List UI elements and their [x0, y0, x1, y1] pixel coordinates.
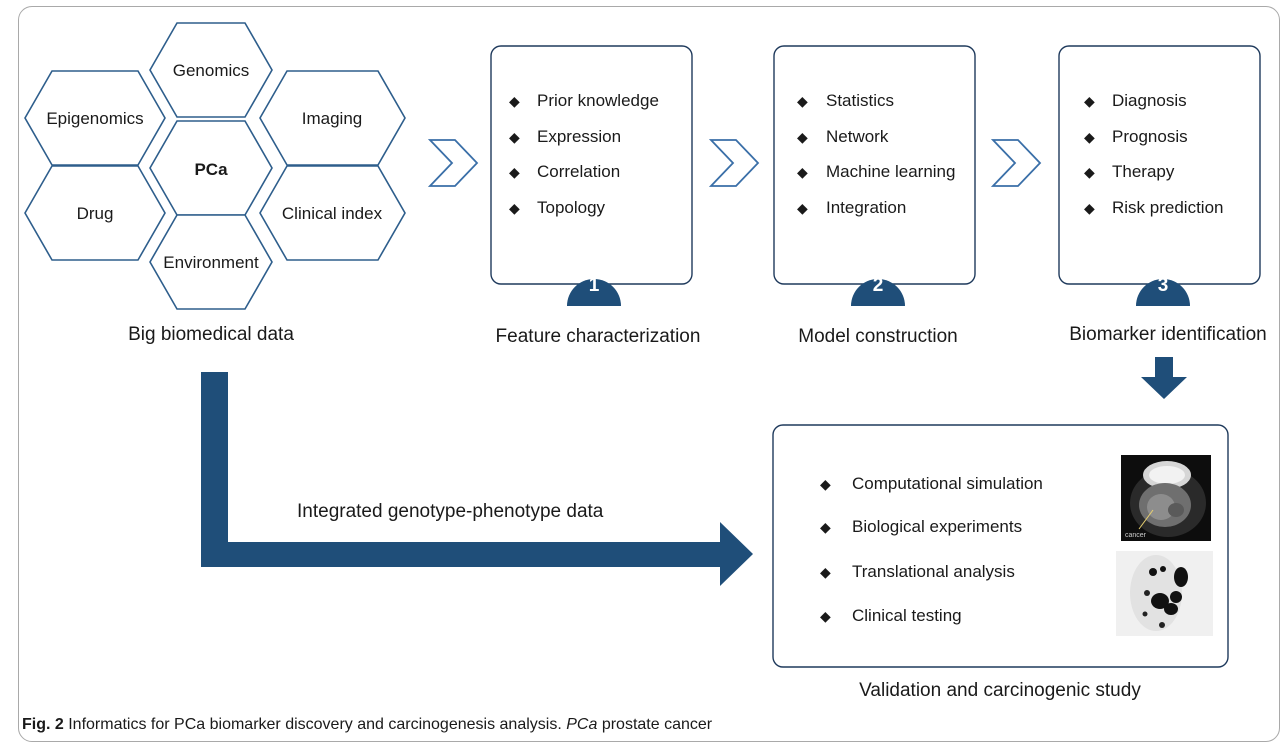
hexagon-clinical-index: [259, 165, 406, 261]
step-1-item: Expression: [537, 127, 621, 146]
hexagon-drug: [24, 165, 166, 261]
step-number-3: 3: [1158, 275, 1169, 296]
hexagon-imaging: [259, 70, 406, 166]
pet-image: [1116, 551, 1213, 636]
down-arrow-icon: [1141, 357, 1187, 399]
chevron-2-icon: [708, 139, 760, 187]
validation-item: Biological experiments: [852, 517, 1022, 536]
bullet-icon: ◆: [509, 129, 520, 145]
figure-frame: [18, 6, 1280, 742]
step-2-item: Machine learning: [826, 162, 955, 181]
hexagon-genomics: [149, 22, 273, 118]
bullet-icon: ◆: [820, 476, 831, 492]
caption-abbreviation: PCa: [566, 716, 598, 733]
bullet-icon: ◆: [797, 129, 808, 145]
hex-label-genomics: Genomics: [173, 61, 250, 80]
bullet-icon: ◆: [1084, 93, 1095, 109]
hex-label-environment: Environment: [163, 253, 259, 272]
bullet-icon: ◆: [797, 200, 808, 216]
step-2-item: Integration: [826, 198, 906, 217]
hex-label-drug: Drug: [77, 204, 114, 223]
step-2-items: ◆ Statistics ◆ Network ◆ Machine learnin…: [797, 91, 955, 217]
step-3-items: ◆ Diagnosis ◆ Prognosis ◆ Therapy ◆ Risk…: [1084, 91, 1224, 217]
validation-item: Computational simulation: [852, 474, 1043, 493]
chevron-3-icon: [990, 139, 1042, 187]
step-title-3: Biomarker identification: [1069, 324, 1266, 345]
bullet-icon: ◆: [820, 608, 831, 624]
step-3-item: Risk prediction: [1112, 198, 1224, 217]
step-1-item: Correlation: [537, 162, 620, 181]
bullet-icon: ◆: [509, 200, 520, 216]
step-1-item: Topology: [537, 198, 606, 217]
validation-item: Clinical testing: [852, 606, 962, 625]
bullet-icon: ◆: [797, 164, 808, 180]
step-badge-3: [1136, 279, 1190, 306]
hexagon-labels: Genomics Epigenomics Imaging PCa Drug Cl…: [46, 61, 382, 272]
step-title-2: Model construction: [798, 326, 957, 347]
bullet-icon: ◆: [509, 93, 520, 109]
step-number-1: 1: [589, 275, 600, 296]
bullet-icon: ◆: [820, 519, 831, 535]
hex-label-epigenomics: Epigenomics: [46, 109, 143, 128]
step-3-item: Prognosis: [1112, 127, 1188, 146]
validation-box: [772, 424, 1229, 668]
step-number-2: 2: [873, 275, 884, 296]
caption-abbreviation-definition: prostate cancer: [601, 716, 713, 733]
integrated-data-label: Integrated genotype-phenotype data: [297, 501, 604, 522]
hex-label-clinical-index: Clinical index: [282, 204, 383, 223]
chevron-1-icon: [427, 139, 479, 187]
step-titles: Feature characterization Model construct…: [496, 324, 1267, 347]
caption-figure-number: Fig. 2: [22, 716, 64, 733]
hex-label-imaging: Imaging: [302, 109, 362, 128]
hexagon-environment: [149, 214, 273, 310]
validation-item: Translational analysis: [852, 562, 1015, 581]
bullet-icon: ◆: [797, 93, 808, 109]
step-2-item: Network: [826, 127, 889, 146]
caption-text: Informatics for PCa biomarker discovery …: [68, 716, 562, 733]
hex-label-pca: PCa: [194, 160, 228, 179]
step-boxes: [490, 45, 1261, 285]
bullet-icon: ◆: [509, 164, 520, 180]
hexagon-epigenomics: [24, 70, 166, 166]
step-badges: 1 2 3: [567, 275, 1190, 306]
big-data-label: Big biomedical data: [128, 324, 294, 345]
step-1-item: Prior knowledge: [537, 91, 659, 110]
mri-cancer-label: cancer: [1125, 532, 1147, 539]
bullet-icon: ◆: [1084, 164, 1095, 180]
integrated-data-arrow: [201, 372, 753, 586]
chevrons: [427, 139, 1042, 187]
validation-items: ◆ Computational simulation ◆ Biological …: [820, 474, 1043, 625]
bullet-icon: ◆: [1084, 129, 1095, 145]
figure-caption: Fig. 2 Informatics for PCa biomarker dis…: [22, 716, 712, 734]
mri-image: cancer: [1121, 455, 1211, 541]
hexagon-cluster: [24, 22, 406, 310]
validation-title: Validation and carcinogenic study: [859, 680, 1141, 701]
step-title-1: Feature characterization: [496, 326, 701, 347]
step-2-item: Statistics: [826, 91, 894, 110]
step-3-item: Diagnosis: [1112, 91, 1187, 110]
step-badge-2: [851, 279, 905, 306]
step-3-item: Therapy: [1112, 162, 1175, 181]
bullet-icon: ◆: [1084, 200, 1095, 216]
step-badge-1: [567, 279, 621, 306]
bullet-icon: ◆: [820, 564, 831, 580]
step-1-items: ◆ Prior knowledge ◆ Expression ◆ Correla…: [509, 91, 659, 217]
